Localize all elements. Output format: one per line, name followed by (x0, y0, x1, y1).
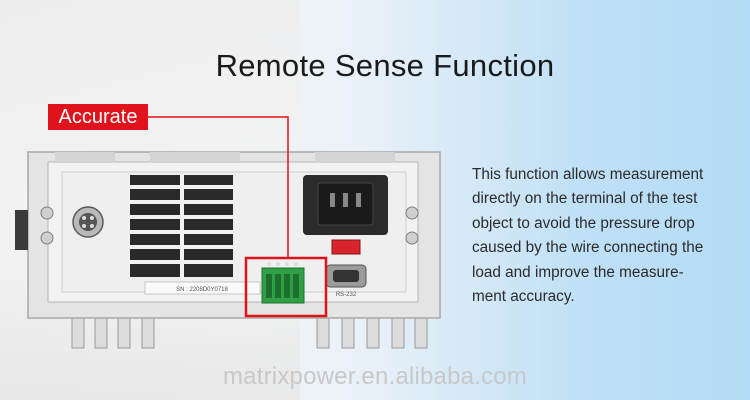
rs232-label: RS-232 (336, 292, 357, 298)
device-feet (71, 317, 428, 349)
round-connector-icon (72, 206, 104, 238)
serial-label: SN : 2208D0Y0718 (176, 287, 228, 293)
description-text: This function allows measurement directl… (472, 163, 717, 309)
leader-line (148, 116, 289, 258)
watermark: matrixpower.en.alibaba.com (222, 363, 528, 390)
remote-sense-terminal-block (261, 262, 305, 304)
highlight-box (244, 256, 328, 318)
description-line: caused by the wire connecting the (472, 239, 704, 257)
description-line: object to avoid the pressure drop (472, 214, 695, 232)
description-line: ment accuracy. (472, 288, 575, 306)
rs232-port-icon (325, 264, 367, 288)
power-switch (331, 239, 361, 255)
ac-power-inlet-icon (303, 175, 388, 235)
fan-vent-grille (130, 175, 233, 277)
accurate-badge: Accurate (48, 104, 148, 130)
description-line: load and improve the measure- (472, 263, 684, 281)
description-line: This function allows measurement (472, 166, 704, 183)
description-line: directly on the terminal of the test (472, 190, 698, 208)
page-title: Remote Sense Function (215, 48, 555, 83)
screw-icons (40, 206, 419, 245)
